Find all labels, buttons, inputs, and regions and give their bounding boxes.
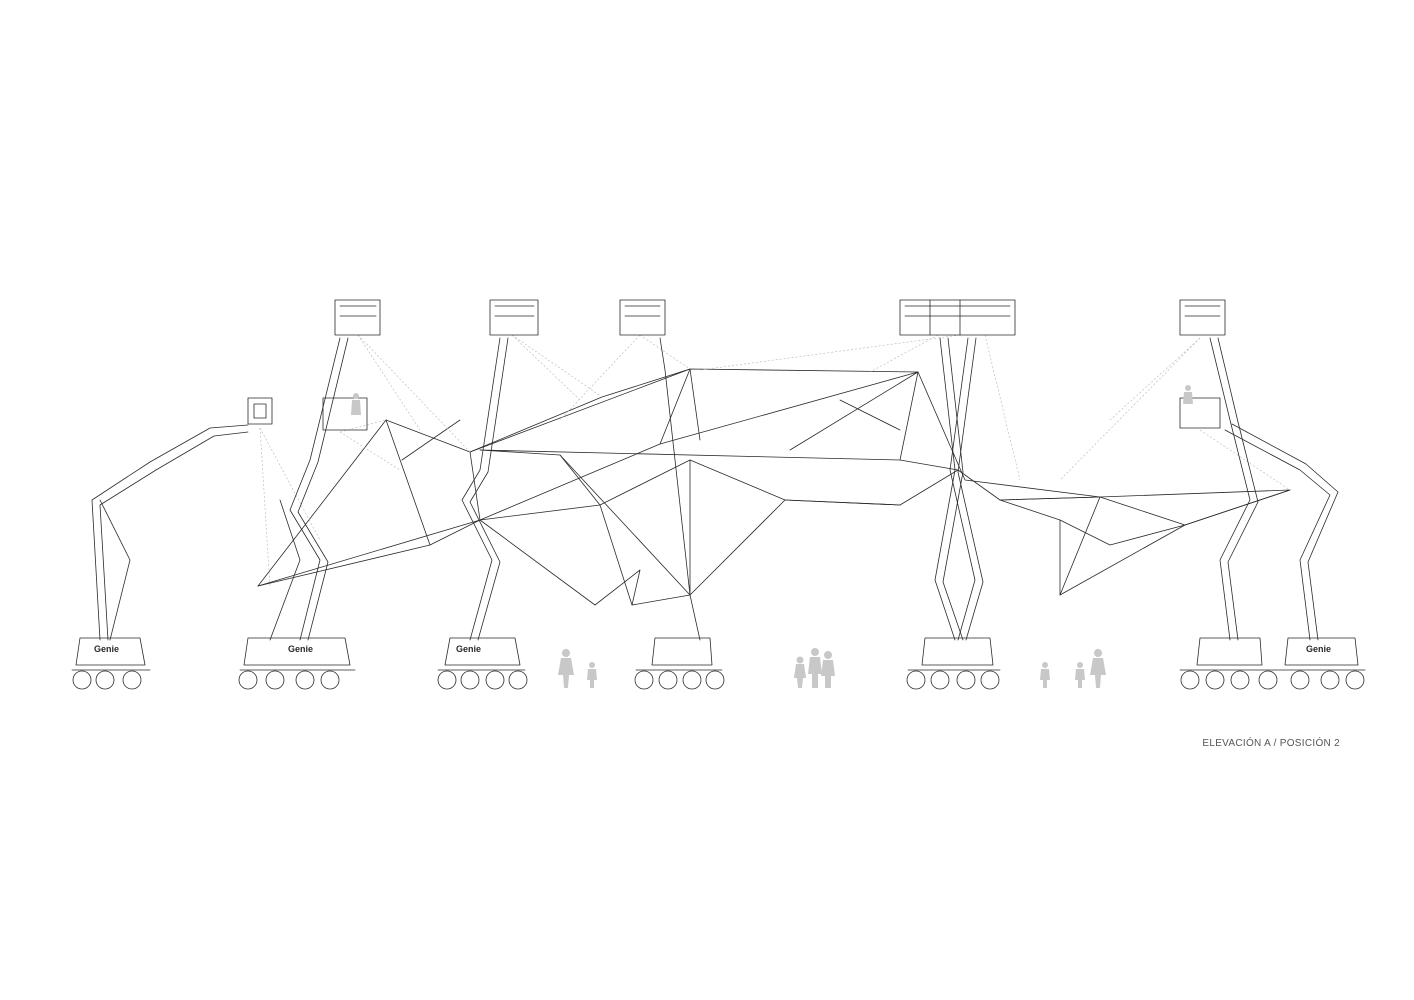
boom-lift-f (1179, 299, 1366, 690)
brand-labels: Genie Genie Genie Genie (94, 644, 1331, 654)
brand-label: Genie (1306, 644, 1331, 654)
person-figure (821, 651, 835, 688)
faceted-canopy (257, 368, 1291, 606)
person-figure (794, 656, 806, 688)
boom-lift-c (437, 299, 539, 690)
person-figure (558, 649, 574, 688)
person-figure (1183, 385, 1193, 404)
drawing-caption: ELEVACIÓN A / POSICIÓN 2 (1202, 738, 1340, 749)
scale-figures (351, 385, 1193, 688)
brand-label: Genie (456, 644, 481, 654)
brand-label: Genie (94, 644, 119, 654)
person-figure (351, 393, 361, 415)
boom-lift-b (238, 299, 381, 690)
person-figure (587, 662, 597, 688)
person-figure (808, 648, 822, 688)
person-figure (1075, 662, 1085, 688)
person-figure (1040, 662, 1050, 688)
boom-lifts (71, 299, 1366, 690)
projection-lines (259, 334, 1291, 587)
person-figure (1090, 649, 1106, 688)
brand-label: Genie (288, 644, 313, 654)
boom-lift-a (71, 397, 273, 690)
boom-lift-d (619, 299, 725, 690)
boom-lift-e (899, 299, 1016, 690)
